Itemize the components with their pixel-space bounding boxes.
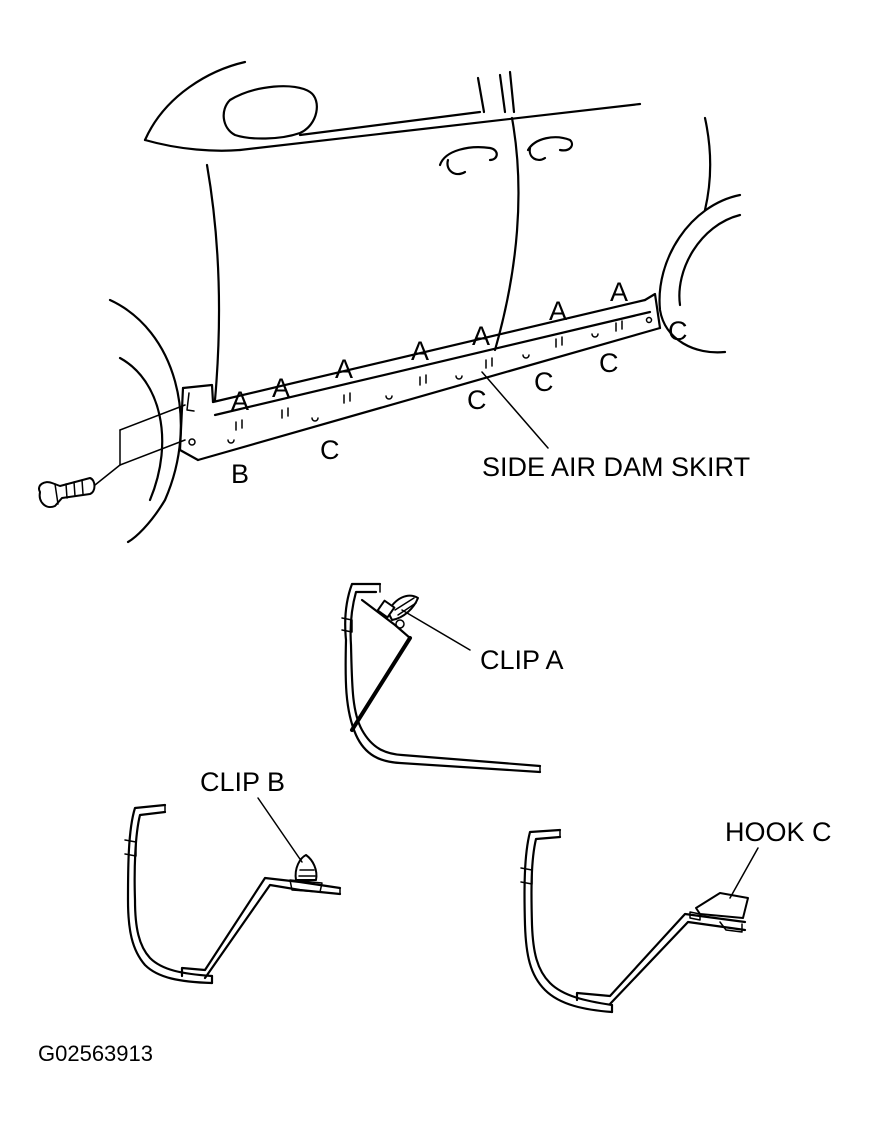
callout-b: B bbox=[231, 459, 249, 489]
car-body-outline bbox=[108, 60, 742, 544]
hook-c-detail bbox=[520, 828, 749, 1014]
callout-c-2: C bbox=[467, 385, 487, 415]
hook-c-label: HOOK C bbox=[725, 817, 832, 847]
callout-c-5: C bbox=[668, 316, 688, 346]
hook-c-markers bbox=[227, 333, 599, 444]
callout-a-2: A bbox=[272, 373, 290, 403]
front-fastener-clip bbox=[38, 404, 186, 508]
hook-c-leader-line bbox=[729, 847, 759, 899]
callout-a-6: A bbox=[549, 296, 567, 326]
clip-a-leader-line bbox=[401, 609, 471, 651]
clip-a-markers bbox=[235, 320, 623, 431]
callout-c-4: C bbox=[599, 348, 619, 378]
callout-letters: A A A A A A A B C C C C C bbox=[231, 277, 688, 489]
side-air-dam-skirt bbox=[178, 292, 662, 462]
callout-c-3: C bbox=[534, 367, 554, 397]
clip-a-label: CLIP A bbox=[480, 645, 564, 675]
callout-a-5: A bbox=[472, 321, 490, 351]
callout-a-3: A bbox=[335, 354, 353, 384]
clip-b-label: CLIP B bbox=[200, 767, 285, 797]
callout-c-1: C bbox=[320, 435, 340, 465]
clip-b-detail bbox=[124, 803, 342, 985]
clip-b-leader-line bbox=[257, 797, 303, 863]
callout-a-7: A bbox=[610, 277, 628, 307]
callout-a-4: A bbox=[411, 336, 429, 366]
side-air-dam-skirt-label: SIDE AIR DAM SKIRT bbox=[482, 452, 750, 482]
callout-a-1: A bbox=[231, 386, 249, 416]
clip-a-detail bbox=[341, 582, 542, 774]
skirt-leader-line bbox=[481, 371, 549, 449]
figure-id: G02563913 bbox=[38, 1041, 153, 1066]
